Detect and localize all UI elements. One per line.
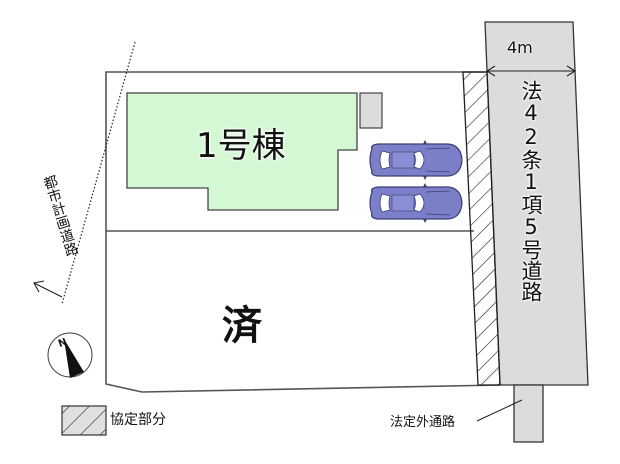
city-road-arrow-icon xyxy=(33,280,63,298)
legend-hatch-label: 協定部分 xyxy=(110,412,166,428)
north-compass-icon: N xyxy=(47,332,93,378)
width-dimension-arrow xyxy=(485,65,577,77)
building-1 xyxy=(126,92,358,211)
sold-label: 済 xyxy=(222,303,262,349)
road-name-label: 法42条1項5号道路 xyxy=(519,80,543,302)
passage-area xyxy=(513,384,544,443)
car-1 xyxy=(369,139,463,181)
svg-text:N: N xyxy=(57,337,69,350)
agreement-strip xyxy=(462,71,501,386)
passage-label: 法定外通路 xyxy=(390,415,456,430)
annex-box xyxy=(359,92,383,129)
legend-hatch-swatch xyxy=(61,405,107,436)
passage-leader-line xyxy=(476,399,523,422)
building-label: 1号棟 xyxy=(196,126,286,166)
city-road-line xyxy=(61,41,136,305)
road-width-label: 4m xyxy=(507,38,533,57)
lot-outline xyxy=(105,71,501,393)
car-2 xyxy=(369,182,463,224)
